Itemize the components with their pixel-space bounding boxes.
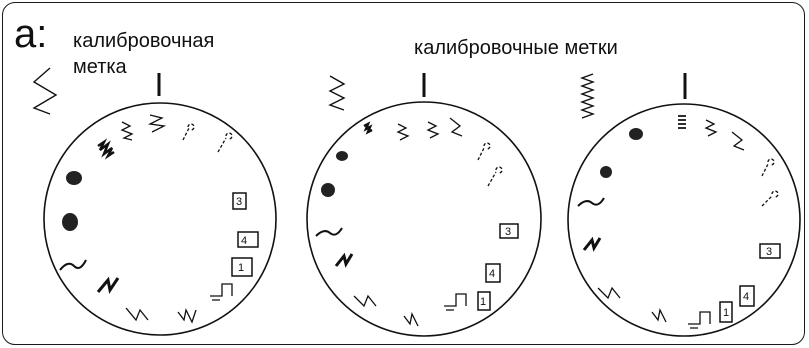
figure-frame	[2, 2, 805, 345]
dial-3	[567, 103, 801, 337]
dial-1-number-4: 4	[241, 235, 247, 247]
zigzag-symbol-left	[32, 67, 58, 115]
dial-3-number-1: 1	[723, 307, 729, 319]
calibration-marks-label: калибровочные метки	[414, 37, 618, 59]
panel-letter: a:	[14, 12, 48, 56]
zigzag-symbol-right	[579, 73, 596, 119]
dial-2-stitches	[315, 117, 503, 327]
zigzag-symbol-mid	[328, 75, 346, 111]
calibration-mark-label: калибровочная метка	[73, 28, 214, 80]
dial-1-stitches	[59, 114, 233, 324]
dial-1-number-1: 1	[238, 262, 244, 274]
dial-2-number-boxes	[477, 223, 519, 311]
dial-2-number-4: 4	[489, 268, 495, 280]
dial-1-number-3: 3	[236, 196, 242, 208]
dial-3-number-3: 3	[766, 246, 772, 258]
dial-3-number-boxes	[719, 243, 781, 323]
dial-2-number-1: 1	[480, 296, 486, 308]
dial-3-stitches	[577, 115, 779, 329]
dial-1-number-boxes	[231, 192, 259, 277]
dial-3-number-4: 4	[743, 291, 749, 303]
calibration-mark-label-text: калибровочная метка	[73, 30, 215, 78]
dial-1	[43, 102, 277, 336]
dial-2	[306, 101, 542, 337]
dial-2-number-3: 3	[505, 226, 511, 238]
